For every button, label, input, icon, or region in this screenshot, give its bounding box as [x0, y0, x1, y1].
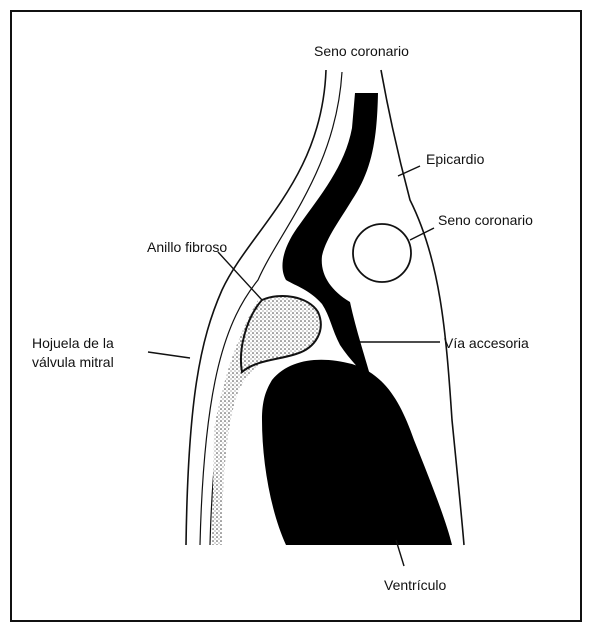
- label-hojuela-line1: Hojuela de la: [32, 334, 114, 352]
- label-via-accesoria: Vía accesoria: [444, 334, 529, 352]
- label-epicardio: Epicardio: [426, 150, 484, 168]
- leader-hojuela: [148, 352, 190, 358]
- label-seno-coronario-top: Seno coronario: [314, 42, 409, 60]
- label-hojuela-line2: válvula mitral: [32, 353, 114, 371]
- label-seno-coronario-right: Seno coronario: [438, 211, 533, 229]
- label-ventriculo: Ventrículo: [384, 576, 446, 594]
- ventricle-black: [262, 360, 452, 545]
- label-anillo-fibroso: Anillo fibroso: [147, 238, 227, 256]
- coronary-sinus-circle: [353, 224, 411, 282]
